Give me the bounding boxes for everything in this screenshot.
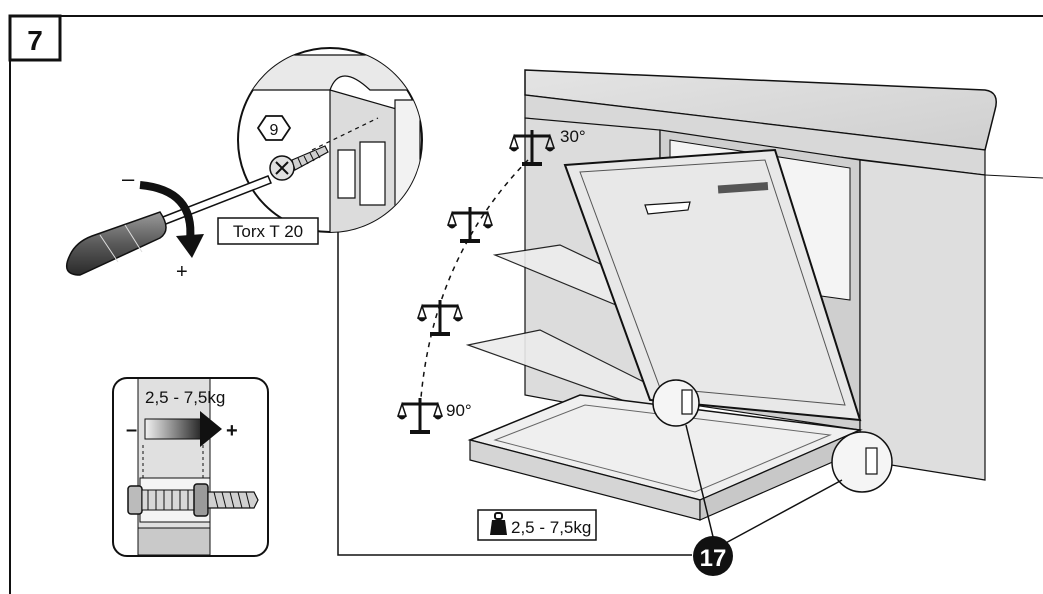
rotation-arrow xyxy=(139,181,195,241)
hinge-detail-right xyxy=(831,431,893,493)
balance-scale-icon xyxy=(508,130,556,166)
weight-icon xyxy=(490,520,507,535)
tool-label-box xyxy=(217,217,319,245)
balance-scale-icon xyxy=(416,300,464,336)
screwdriver-handle xyxy=(65,211,167,276)
adjust-arrow-body xyxy=(144,418,204,440)
door-weight-range: 2,5 - 7,5kg xyxy=(511,518,591,537)
dishwasher-door xyxy=(563,148,862,422)
inset-plus: + xyxy=(226,420,238,442)
balance-arc xyxy=(419,159,529,411)
step-frame xyxy=(9,15,1043,594)
screwdriver-minus: – xyxy=(122,166,135,191)
dishwasher-base xyxy=(467,394,863,521)
callout-9 xyxy=(256,115,292,141)
tool-label: Torx T 20 xyxy=(233,222,303,241)
leader-line xyxy=(337,232,692,556)
callout-9-label: 9 xyxy=(270,122,279,139)
spring-tension-inset: – + 2,5 - 7,5kg xyxy=(112,377,269,557)
adjust-arrow-icon xyxy=(200,411,222,447)
spring-weight-range: 2,5 - 7,5kg xyxy=(145,388,225,407)
angle-30: 30° xyxy=(560,127,586,146)
screw-detail xyxy=(237,47,423,233)
angle-90: 90° xyxy=(446,401,472,420)
adjusting-bolt-head xyxy=(127,485,143,515)
screwdriver-plus: + xyxy=(176,261,188,283)
door-positions xyxy=(465,148,862,422)
screwdriver xyxy=(65,175,272,276)
step-number-box xyxy=(8,14,62,62)
door-handle xyxy=(644,201,691,215)
balance-scale-icon xyxy=(446,207,494,243)
step-number: 7 xyxy=(27,25,43,56)
callout-17-label: 17 xyxy=(700,545,727,572)
adjusting-nut xyxy=(193,483,209,517)
inset-minus: – xyxy=(126,419,137,441)
callout-17 xyxy=(693,536,733,576)
balance-scale-icon xyxy=(396,398,444,434)
